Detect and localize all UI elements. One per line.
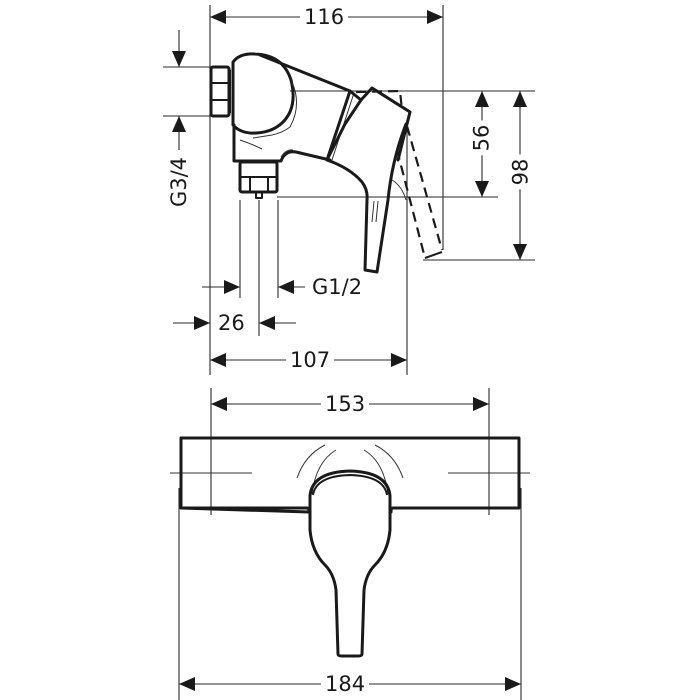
side-view: [163, 5, 535, 375]
arrow-left-icon: [211, 397, 227, 411]
body-lower-edge: [232, 123, 332, 163]
arrow-left-icon: [179, 677, 195, 691]
arrow-left-icon: [210, 353, 226, 367]
lever-joint: [325, 89, 363, 162]
cartridge-cap: [231, 52, 295, 135]
arrow-up-icon: [172, 116, 186, 132]
arrow-right-icon: [427, 10, 443, 24]
arrow-down-icon: [172, 51, 186, 67]
lever-alt-inner: [395, 149, 427, 259]
lever-pivot-arc: [391, 179, 407, 201]
lever-grip-line: [375, 200, 379, 223]
arrow-down-icon: [475, 181, 489, 197]
arrow-right-icon: [194, 316, 210, 330]
rotation-arc-outer-right: [374, 444, 404, 479]
dim-label-56: 56: [469, 120, 494, 156]
arrow-left-icon: [259, 316, 275, 330]
front-view: [170, 388, 530, 700]
handle-rim: [312, 474, 388, 496]
arrow-up-icon: [475, 91, 489, 107]
dim-label-g12: G1/2: [308, 275, 367, 299]
dim-label-g34: G3/4: [167, 152, 192, 212]
lever-grip-line: [371, 200, 375, 223]
hex-nut-inlet: [209, 65, 231, 118]
arrow-right-icon: [391, 353, 407, 367]
body-top-edge: [258, 53, 352, 93]
arrow-right-icon: [505, 677, 521, 691]
rotation-arc-outer-left: [296, 444, 326, 479]
dim-label-116: 116: [300, 5, 349, 29]
lever-handle-front: [308, 469, 392, 658]
arrow-left-icon: [278, 280, 294, 294]
lever-alt-tip: [424, 251, 443, 259]
arrow-down-icon: [513, 244, 527, 260]
dim-label-98: 98: [508, 154, 533, 190]
outlet-connector: [238, 160, 279, 199]
dim-label-184: 184: [321, 672, 370, 696]
dim-label-26: 26: [214, 311, 249, 335]
arrow-right-icon: [473, 397, 489, 411]
cap-shadow-line: [252, 81, 297, 139]
dim-label-107: 107: [286, 348, 335, 372]
lever-head: [359, 86, 412, 162]
arrow-up-icon: [513, 91, 527, 107]
body-detail-curve: [280, 149, 294, 158]
arrow-left-icon: [210, 10, 226, 24]
arrow-right-icon: [224, 280, 240, 294]
lever-base-left: [325, 89, 352, 162]
lever-alt-outer: [405, 125, 444, 251]
lever-handle: [325, 122, 408, 274]
dim-label-153: 153: [321, 392, 370, 416]
lever-alt-position-top: [355, 89, 404, 111]
body-detail-line: [239, 139, 263, 150]
